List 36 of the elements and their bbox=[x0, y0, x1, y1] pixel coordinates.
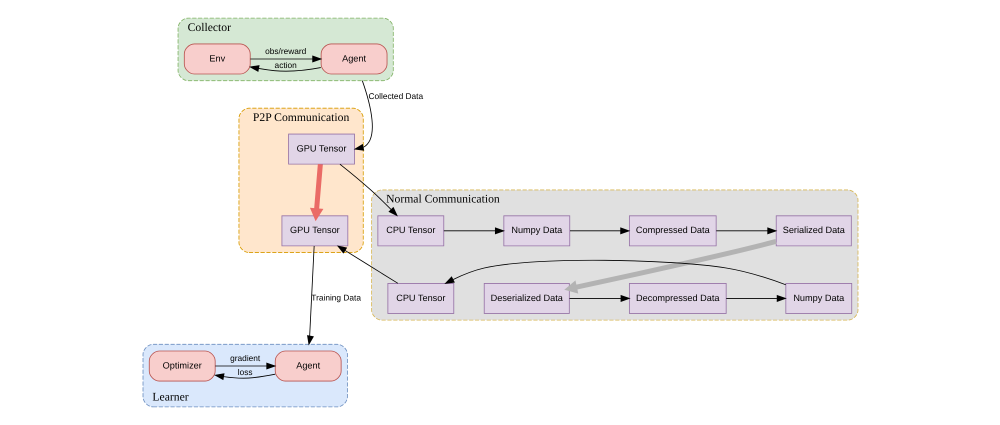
node-box: Agent bbox=[320, 44, 387, 74]
edge-label: Collected Data bbox=[368, 91, 423, 102]
edge-label: gradient bbox=[230, 353, 260, 363]
arrow bbox=[248, 65, 321, 72]
node-box: Optimizer bbox=[148, 350, 216, 382]
edge-label: action bbox=[274, 60, 296, 70]
arrow bbox=[309, 164, 323, 222]
edge-label: obs/reward bbox=[264, 46, 306, 56]
node-box: Agent bbox=[274, 350, 342, 382]
node-box: Compressed Data bbox=[628, 215, 716, 246]
node-box: GPU Tensor bbox=[281, 215, 348, 246]
arrow bbox=[214, 373, 276, 380]
node-box: Decompressed Data bbox=[628, 283, 726, 314]
arrow bbox=[339, 164, 398, 216]
node-box: Numpy Data bbox=[784, 283, 852, 314]
node-box: Serialized Data bbox=[775, 215, 852, 246]
node-box: CPU Tensor bbox=[376, 215, 444, 246]
arrow bbox=[214, 362, 276, 370]
node-box: Env bbox=[183, 44, 250, 74]
node-box: GPU Tensor bbox=[288, 134, 354, 165]
node-box: Numpy Data bbox=[502, 215, 570, 246]
arrow bbox=[336, 245, 398, 284]
arrow bbox=[249, 55, 322, 62]
arrow bbox=[715, 227, 777, 234]
node-box: CPU Tensor bbox=[386, 283, 454, 314]
node-box: Deserialized Data bbox=[483, 283, 570, 314]
arrow bbox=[353, 80, 372, 151]
arrow bbox=[442, 227, 504, 234]
arrow bbox=[725, 294, 786, 302]
arrow bbox=[564, 239, 776, 294]
edge-label: loss bbox=[237, 367, 252, 378]
arrow bbox=[568, 294, 630, 302]
arrow bbox=[444, 260, 786, 286]
edge-label: Training Data bbox=[310, 292, 360, 303]
arrow bbox=[569, 227, 630, 234]
arrow bbox=[306, 246, 314, 346]
